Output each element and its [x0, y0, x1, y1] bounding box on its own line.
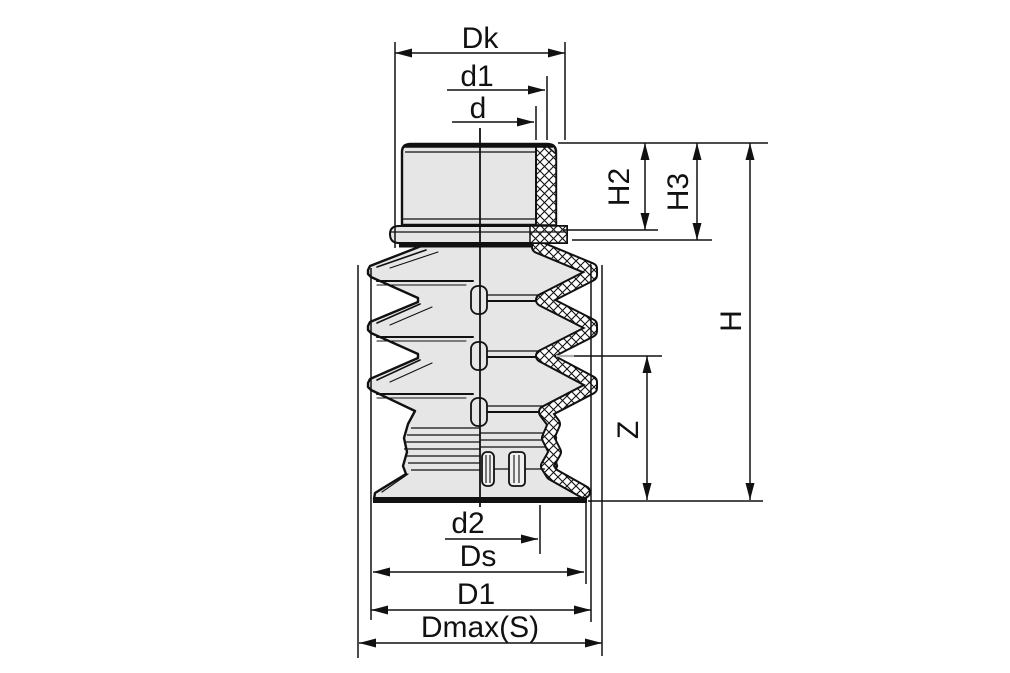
dimension-arrowheads [359, 48, 755, 648]
bellows-centerline-tabs [470, 285, 488, 427]
dim-label-h: H [715, 310, 748, 332]
dim-label-d: d [470, 92, 487, 125]
dim-label-dmax: Dmax(S) [421, 611, 539, 644]
dim-label-h2: H2 [603, 168, 636, 206]
internal-rib-cleats [481, 451, 545, 487]
dim-label-D1: D1 [457, 578, 495, 611]
dim-label-z: Z [612, 421, 645, 439]
cap-hatched-strip [535, 146, 557, 226]
bellows-left-detail-lines [376, 249, 474, 493]
cap-body [400, 142, 558, 227]
fitting-cap [400, 142, 558, 227]
dimension-labels: Dk d1 d H2 H3 H Z d2 Ds D1 Dmax(S) [421, 22, 748, 644]
flange [388, 225, 568, 248]
flange-hatched-part [529, 225, 568, 244]
dim-label-d1: d1 [460, 60, 493, 93]
dim-label-dk: Dk [462, 22, 500, 55]
bellows-section-inner-lines [484, 294, 543, 413]
dim-label-h3: H3 [662, 173, 695, 211]
dim-label-d2: d2 [451, 507, 484, 540]
bellows-waist-lines [404, 427, 550, 471]
dim-label-ds: Ds [460, 540, 497, 573]
